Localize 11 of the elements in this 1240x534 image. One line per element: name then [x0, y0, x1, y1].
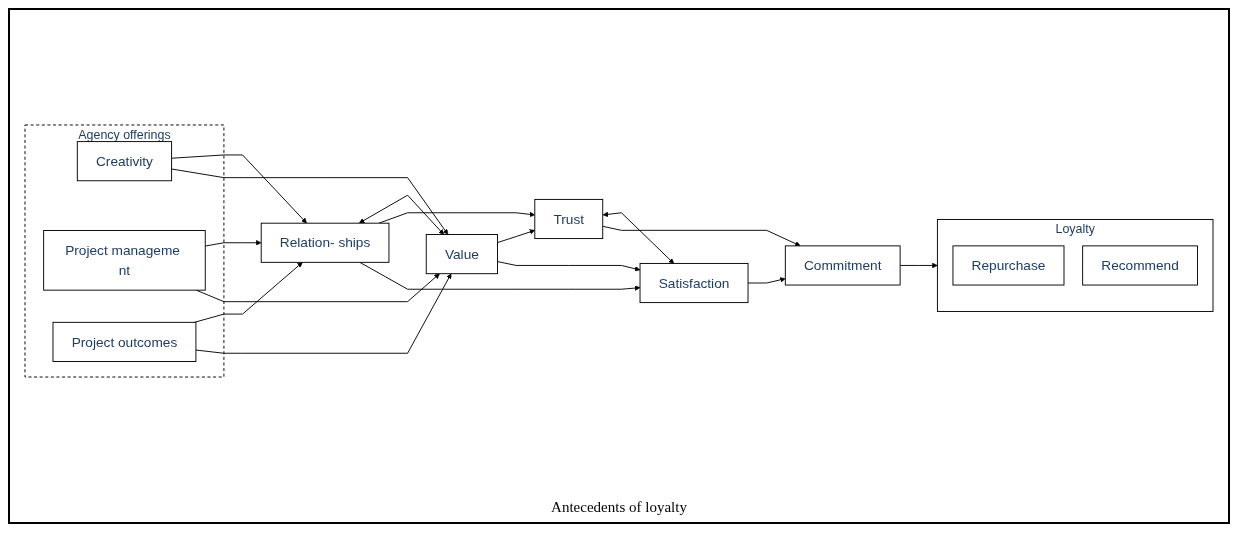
node-box: Trust	[534, 198, 604, 240]
node-box: Satisfaction	[639, 262, 749, 304]
node-box: Creativity	[76, 141, 173, 182]
note-text: Antecedents of loyalty	[551, 499, 687, 515]
node-box: Project outcomes	[52, 321, 197, 362]
node-box: Value	[425, 234, 498, 275]
node-box: Project manageme nt	[43, 230, 206, 291]
node-box: Relation- ships	[260, 222, 390, 263]
node-box: Recommend	[1082, 245, 1198, 286]
node-box: Commitment	[784, 245, 901, 286]
node-box: Repurchase	[952, 245, 1065, 286]
